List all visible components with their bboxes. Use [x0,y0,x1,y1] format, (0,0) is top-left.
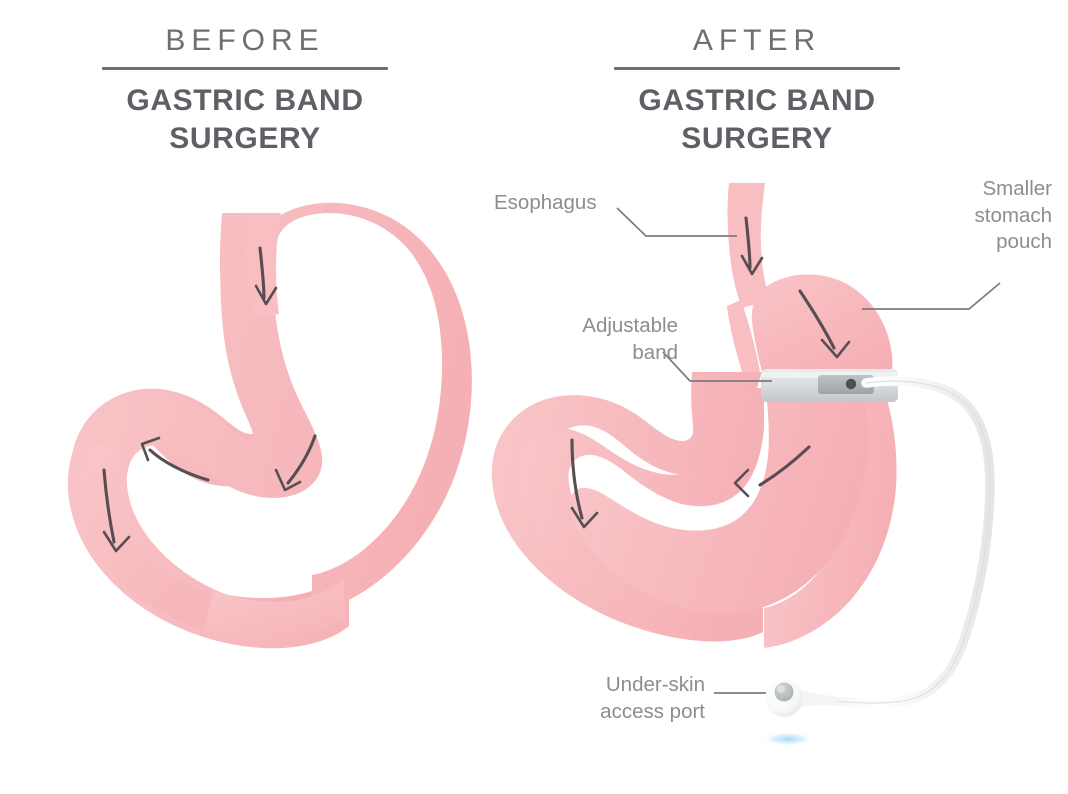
after-stomach-group [491,183,1001,746]
leader-band [662,351,772,382]
leader-pouch [862,282,1001,310]
leader-lines [616,207,1001,694]
kicker-before: BEFORE [165,24,325,57]
access-port-septum-highlight [777,685,785,693]
access-port-group [762,679,842,746]
before-duodenum-lower [204,578,344,642]
before-flow-arrows [102,246,317,553]
adjustable-band-group [761,369,898,402]
access-port-glow [762,732,814,746]
kicker-after: AFTER [692,24,822,57]
leader-esophagus [616,207,737,237]
heading-rule-after [614,67,900,70]
after-lower-stomach-fill [569,388,868,614]
label-adjustable-band: Adjustable band [582,314,678,364]
headline-before: GASTRIC BAND SURGERY [126,84,364,155]
headline-after: GASTRIC BAND SURGERY [638,84,876,155]
access-port-septum [774,682,794,702]
heading-rule-before [102,67,388,70]
before-stomach-group [67,202,472,649]
label-smaller-stomach-pouch: Smaller stomach pouch [974,177,1052,254]
connecting-tube-shade [805,380,991,704]
after-flow-arrows [570,216,851,529]
before-stomach-silhouette [67,202,472,649]
band-buckle-port [845,378,857,390]
label-under-skin-access-port: Under-skin access port [600,673,705,723]
access-port-stem [795,690,842,707]
after-stomach-lower-silhouette [516,388,764,627]
panel-heading-before: BEFORE GASTRIC BAND SURGERY [60,24,430,158]
panel-heading-after: AFTER GASTRIC BAND SURGERY [572,24,942,158]
after-lower-stomach [491,372,763,642]
after-pouch-neck [727,300,760,372]
before-duodenum [78,442,214,631]
label-esophagus: Esophagus [494,191,597,214]
